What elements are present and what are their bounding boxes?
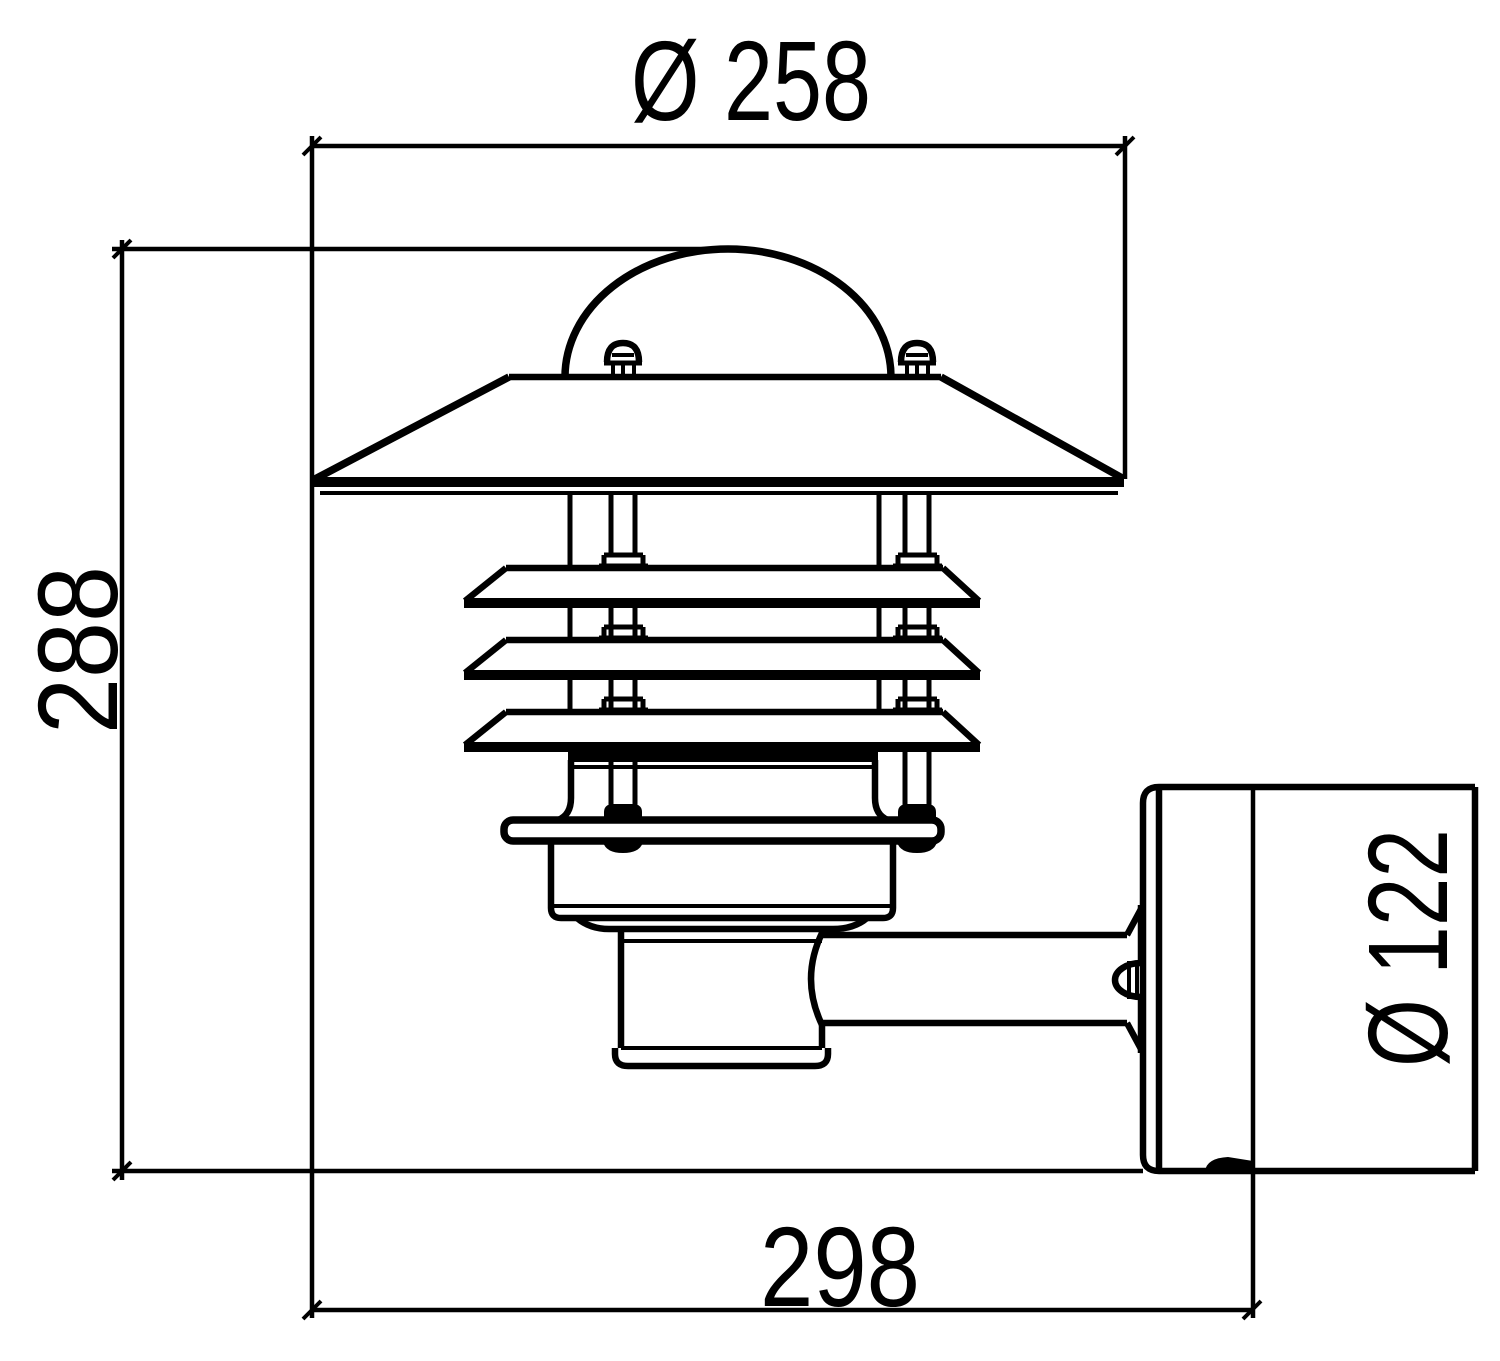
bolt-legs bbox=[905, 365, 930, 377]
tick-slash bbox=[111, 238, 133, 260]
under-plate-nut-left bbox=[603, 842, 643, 853]
louver-3 bbox=[462, 708, 982, 752]
wall-plate bbox=[1139, 783, 1479, 1175]
cylinder-shoulders bbox=[574, 915, 870, 933]
bolt-cap bbox=[603, 339, 643, 363]
louver-top bbox=[462, 564, 982, 604]
mounting-arm bbox=[807, 929, 1127, 1029]
lower-cylinder bbox=[574, 915, 870, 1070]
collar bbox=[599, 696, 648, 713]
hat-right-slant bbox=[939, 373, 1126, 483]
tick-slash bbox=[301, 1299, 323, 1321]
dim-label-shade-diameter: Ø 258 bbox=[631, 18, 871, 144]
dim-label-overall-height: 288 bbox=[15, 566, 141, 734]
collar bbox=[599, 624, 648, 641]
cylinder-bottom-band bbox=[611, 1048, 832, 1070]
hat-bolt-left bbox=[603, 339, 643, 377]
body-right-side bbox=[871, 760, 890, 824]
wall-plate-outline bbox=[1139, 783, 1475, 1175]
collar bbox=[893, 624, 942, 641]
hat-bolt-right bbox=[897, 339, 937, 377]
support-rod-left bbox=[608, 494, 638, 805]
set-screw-lines bbox=[1127, 961, 1139, 999]
collar bbox=[599, 552, 648, 569]
shade-hat bbox=[313, 373, 1126, 495]
collar bbox=[893, 552, 942, 569]
louver-top bbox=[462, 636, 982, 676]
louver-2 bbox=[462, 636, 982, 680]
collar bbox=[893, 696, 942, 713]
support-rod-right bbox=[902, 494, 932, 805]
tick-slash bbox=[111, 1160, 133, 1182]
arm-flange bbox=[1111, 905, 1145, 1053]
tick-slash bbox=[1241, 1299, 1263, 1321]
bolt-cap bbox=[897, 339, 937, 363]
under-plate-nut-right bbox=[897, 842, 937, 853]
dimension-annotations: Ø 258 288 Ø 122 298 bbox=[15, 18, 1471, 1330]
base-plate bbox=[500, 816, 945, 845]
hat-left-slant bbox=[313, 373, 511, 483]
neck bbox=[547, 841, 897, 922]
dim-label-backplate-diameter: Ø 122 bbox=[1345, 829, 1471, 1067]
glass-dome-arc bbox=[561, 245, 895, 378]
cable-gland bbox=[1205, 1157, 1253, 1171]
arm-end-concave-arc bbox=[807, 929, 826, 1029]
lantern-drawing bbox=[313, 245, 1479, 1175]
tick-slash bbox=[301, 135, 323, 157]
louver-1 bbox=[462, 564, 982, 608]
dim-label-overall-depth: 298 bbox=[760, 1204, 920, 1330]
tick-slash bbox=[1114, 135, 1136, 157]
rod-collars bbox=[599, 552, 942, 713]
body-left-side bbox=[556, 760, 575, 824]
louver-top bbox=[462, 708, 982, 748]
bolt-legs bbox=[611, 365, 636, 377]
neck-outline bbox=[547, 841, 897, 922]
